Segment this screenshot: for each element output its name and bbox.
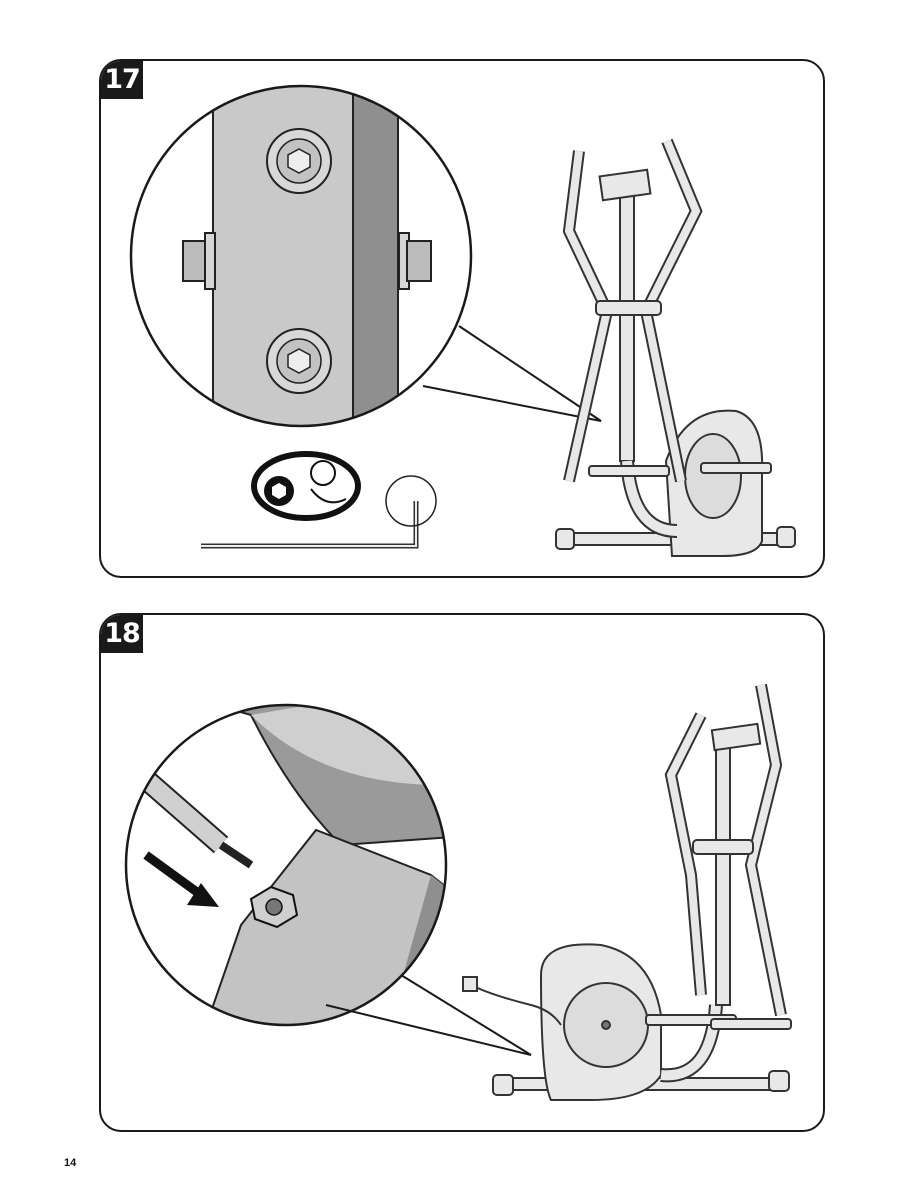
step-18-panel: 18 xyxy=(99,613,825,1132)
page-number: 14 xyxy=(64,1157,76,1169)
step-17-illustration xyxy=(101,61,823,576)
step-18-illustration xyxy=(101,615,823,1130)
elliptical-trainer-drawing xyxy=(463,685,791,1100)
step-17-panel: 17 xyxy=(99,59,825,578)
elliptical-trainer-drawing xyxy=(556,141,795,556)
detail-magnifier xyxy=(101,675,481,1055)
tighten-warning-icon xyxy=(254,454,358,518)
